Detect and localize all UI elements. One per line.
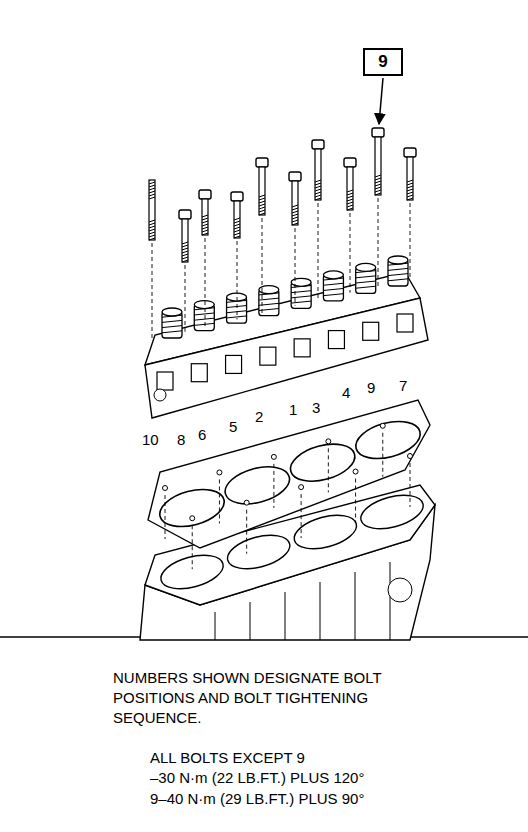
block-rib <box>320 582 321 640</box>
port-opening <box>191 364 207 382</box>
valve-spring <box>323 271 343 301</box>
valve-spring <box>194 301 214 331</box>
position-number: 10 <box>141 430 160 450</box>
position-number: 4 <box>341 383 351 403</box>
position-number: 2 <box>254 407 264 427</box>
head-bolt <box>256 158 268 313</box>
torque-spec: –30 N·m (22 LB.FT.) PLUS 120° <box>150 768 364 788</box>
callout-box: 9 <box>363 48 403 76</box>
head-bolt <box>199 190 211 327</box>
gasket-hole <box>380 423 385 428</box>
alignment-line <box>165 495 166 539</box>
head-bolt <box>149 180 155 340</box>
callout-number: 9 <box>378 52 387 72</box>
head-bolt <box>179 210 191 332</box>
port-opening <box>294 339 310 357</box>
head-bolt <box>289 172 301 306</box>
head-bolts <box>149 128 416 340</box>
torque-spec: 9–40 N·m (29 LB.FT.) PLUS 90° <box>150 789 364 809</box>
leader-arrow <box>379 78 383 124</box>
gasket-hole <box>299 485 304 490</box>
alignment-line <box>301 494 302 538</box>
port-opening <box>226 355 242 373</box>
block-rib <box>390 562 391 640</box>
gasket-hole <box>271 454 276 459</box>
port-opening <box>157 372 173 390</box>
sequence-note: NUMBERS SHOWN DESIGNATE BOLT POSITIONS A… <box>113 668 433 728</box>
alignment-line <box>219 479 220 523</box>
block-rib <box>285 592 286 640</box>
valve-spring <box>356 263 376 293</box>
gasket-hole <box>190 516 195 521</box>
gasket-bore <box>352 415 425 465</box>
head-bolt <box>344 158 356 293</box>
gasket-hole <box>326 439 331 444</box>
block-rib <box>250 602 251 640</box>
cylinder-bore <box>224 529 294 575</box>
position-number: 6 <box>197 425 207 445</box>
position-number: 7 <box>398 376 408 396</box>
cylinder-head <box>145 256 428 418</box>
port-opening <box>363 322 379 340</box>
alignment-line <box>410 463 411 507</box>
head-boss <box>154 389 166 401</box>
gasket-hole <box>353 469 358 474</box>
head-bolt <box>312 140 324 300</box>
block-rib <box>355 572 356 640</box>
gasket-hole <box>244 500 249 505</box>
block-boss <box>388 578 412 602</box>
gasket-hole <box>217 470 222 475</box>
alignment-line <box>328 448 329 492</box>
gasket-hole <box>163 486 168 491</box>
alignment-line <box>355 479 356 523</box>
valve-spring <box>162 308 182 338</box>
position-number: 9 <box>366 378 376 398</box>
port-opening <box>260 347 276 365</box>
port-opening <box>397 314 413 332</box>
head-bolt <box>372 128 384 286</box>
alignment-line <box>382 433 383 477</box>
alignment-line <box>246 510 247 554</box>
valve-spring <box>388 256 408 286</box>
position-number: 8 <box>176 430 186 450</box>
block-rib <box>215 612 216 640</box>
position-number: 1 <box>288 400 298 420</box>
alignment-line <box>192 525 193 569</box>
cylinder-bore <box>357 489 427 535</box>
gasket-bore <box>221 460 294 510</box>
head-face <box>145 298 428 418</box>
gasket-plate <box>148 400 430 548</box>
port-opening <box>328 331 344 349</box>
head-gasket <box>148 400 430 569</box>
gasket-hole <box>408 454 413 459</box>
position-number: 3 <box>311 398 321 418</box>
alignment-line <box>273 464 274 508</box>
gasket-bore <box>286 438 359 488</box>
head-bolt <box>231 192 243 319</box>
position-number: 5 <box>228 417 238 437</box>
valve-spring <box>291 278 311 308</box>
head-bolt <box>404 148 416 278</box>
torque-heading: ALL BOLTS EXCEPT 9 <box>150 748 305 768</box>
